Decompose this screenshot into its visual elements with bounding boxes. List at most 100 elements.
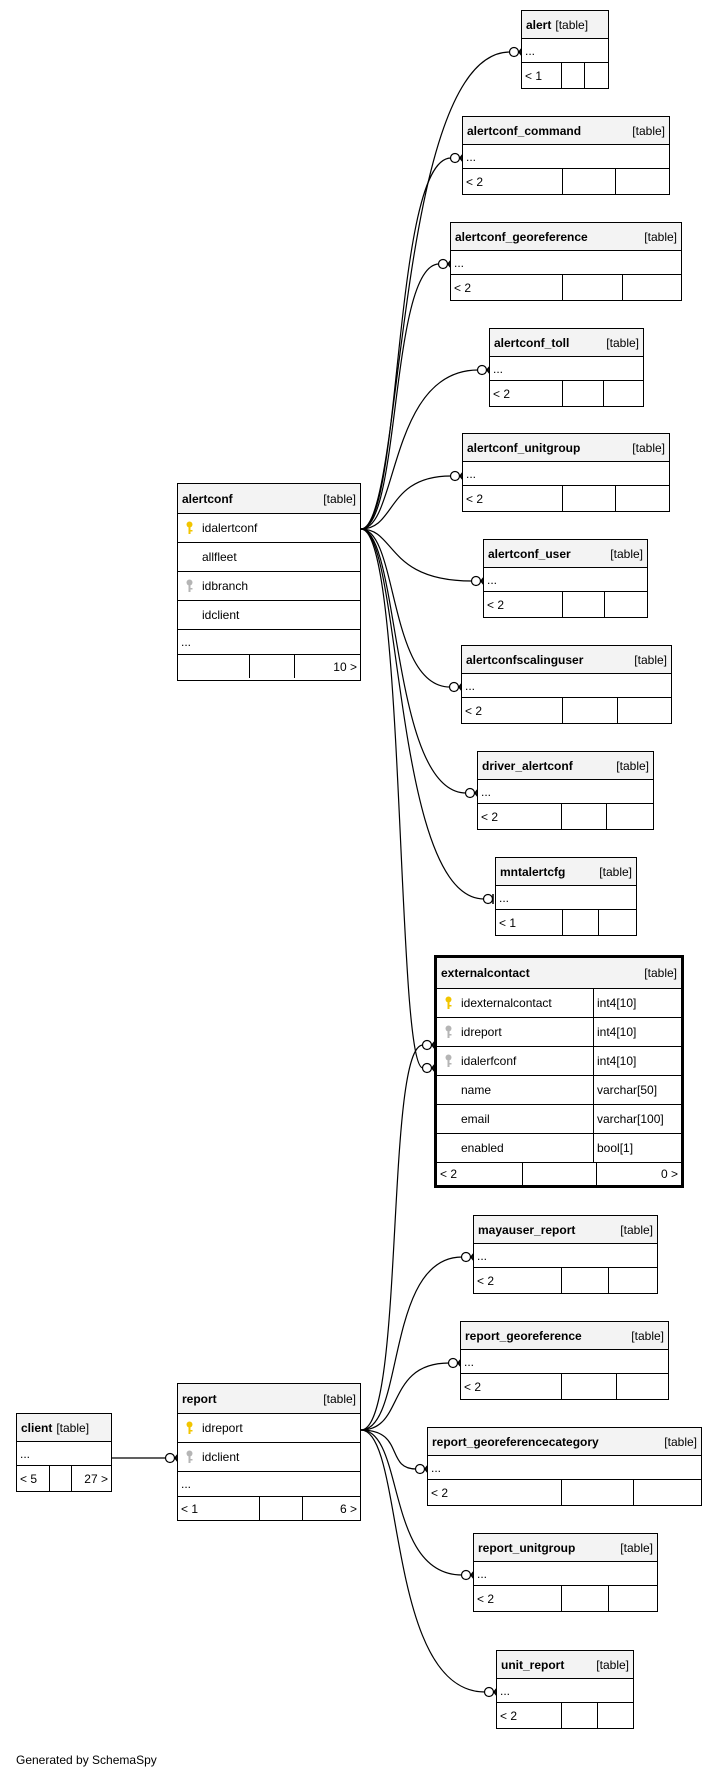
table-kind: [table]: [606, 335, 639, 350]
footer-cell: [250, 655, 295, 678]
columns-ellipsis: ...: [178, 630, 360, 655]
column-type: int4[10]: [593, 989, 681, 1017]
footer-cell: [599, 910, 636, 935]
parents-count: < 2: [462, 698, 563, 723]
primary-key-icon: [437, 996, 459, 1010]
table-report-georeferencecategory[interactable]: report_georeferencecategory[table] ... <…: [427, 1427, 702, 1506]
edge-alertconf-alertconf-command-optional-circle: [449, 152, 461, 164]
footer-cell: [605, 592, 647, 617]
edge-alertconf-alertconf-unitgroup: [360, 475, 452, 530]
footer-cell: [563, 698, 618, 723]
table-name: alertconf_georeference: [455, 229, 588, 244]
edge-alertconf-alertconf-command: [360, 157, 452, 530]
foreign-key-icon: [437, 1054, 459, 1068]
column-name: allfleet: [202, 550, 237, 564]
table-report-unitgroup[interactable]: report_unitgroup[table] ... < 2: [473, 1533, 658, 1612]
table-name: client: [21, 1420, 53, 1435]
children-count: 0 >: [660, 1167, 678, 1181]
column-name: enabled: [461, 1141, 504, 1155]
column-row: idreport int4[10]: [437, 1018, 681, 1047]
column-type: varchar[100]: [593, 1105, 681, 1133]
children-count: 27 >: [84, 1471, 108, 1486]
footer-cell: [623, 275, 681, 300]
table-name: alertconf_user: [488, 546, 571, 561]
table-driver-alertconf[interactable]: driver_alertconf[table] ... < 2: [477, 751, 654, 830]
columns-ellipsis: ...: [522, 39, 608, 63]
table-name: alert: [526, 17, 552, 32]
footer-cell: [609, 1586, 657, 1611]
edge-report-report-georeference: [360, 1362, 450, 1431]
table-alert[interactable]: alert[table] ... < 1: [521, 10, 609, 89]
footer-cell: [616, 486, 669, 511]
edge-report-externalcontact-idreport-optional-circle: [421, 1039, 433, 1051]
footer-cell: [604, 381, 643, 406]
column-name: idreport: [461, 1025, 502, 1039]
table-mntalertcfg[interactable]: mntalertcfg[table] ... < 1: [495, 857, 637, 936]
table-name: mayauser_report: [478, 1222, 576, 1237]
column-row: allfleet: [178, 543, 360, 572]
table-kind: [table]: [323, 491, 356, 506]
columns-ellipsis: ...: [463, 462, 669, 486]
table-alertconf-unitgroup[interactable]: alertconf_unitgroup[table] ... < 2: [462, 433, 670, 512]
columns-ellipsis: ...: [490, 357, 643, 381]
table-alertconf-toll[interactable]: alertconf_toll[table] ... < 2: [489, 328, 644, 407]
footer-cell: [598, 1703, 633, 1728]
column-type: int4[10]: [593, 1018, 681, 1046]
table-kind: [table]: [56, 1420, 90, 1435]
footer-cell: [563, 910, 599, 935]
footer-cell: [563, 169, 616, 194]
edge-alertconf-alert-optional-circle: [508, 46, 520, 58]
edge-alertconf-driver-alertconf-optional-circle: [464, 787, 476, 799]
footer-cell: [562, 63, 585, 88]
footer-cell: [50, 1466, 72, 1491]
column-name: idalerfconf: [461, 1054, 517, 1068]
table-externalcontact[interactable]: externalcontact[table] idexternalcontact…: [434, 955, 684, 1188]
footer-cell: [585, 63, 608, 88]
table-name: alertconf_command: [467, 123, 582, 138]
edge-report-externalcontact-idreport: [360, 1044, 424, 1431]
column-name: idclient: [202, 1450, 240, 1464]
table-alertconf-command[interactable]: alertconf_command[table] ... < 2: [462, 116, 670, 195]
table-report-georeference[interactable]: report_georeference[table] ... < 2: [460, 1321, 669, 1400]
footer-cell: [563, 592, 605, 617]
foreign-key-icon: [178, 1450, 200, 1464]
edge-report-report-unitgroup: [360, 1429, 463, 1576]
table-kind: [table]: [632, 440, 665, 455]
table-alertconf-georeference[interactable]: alertconf_georeference[table] ... < 2: [450, 222, 682, 301]
column-row: idexternalcontact int4[10]: [437, 989, 681, 1018]
edge-alertconf-mntalertcfg-optional-circle: [482, 893, 494, 905]
parents-count: < 2: [484, 592, 563, 617]
table-alertconf[interactable]: alertconf[table] idalertconf allfleet id…: [177, 483, 361, 681]
table-alertconf-user[interactable]: alertconf_user[table] ... < 2: [483, 539, 648, 618]
table-mayauser-report[interactable]: mayauser_report[table] ... < 2: [473, 1215, 658, 1294]
footer-cell: [562, 1268, 609, 1293]
column-type: bool[1]: [593, 1134, 681, 1162]
column-row: idreport: [178, 1414, 360, 1443]
columns-ellipsis: ...: [462, 674, 671, 698]
columns-ellipsis: ...: [474, 1562, 657, 1586]
columns-ellipsis: ...: [496, 886, 636, 910]
table-kind: [table]: [610, 546, 643, 561]
edge-alertconf-driver-alertconf: [360, 528, 467, 794]
edge-alertconf-alertconf-georeference: [360, 263, 440, 530]
edge-alertconf-alertconf-georeference-optional-circle: [437, 258, 449, 270]
parents-count: < 2: [474, 1268, 562, 1293]
edge-alertconf-mntalertcfg: [360, 528, 485, 900]
table-name: unit_report: [501, 1657, 565, 1672]
table-kind: [table]: [632, 123, 665, 138]
table-kind: [table]: [664, 1434, 697, 1449]
footer-cell: [617, 1374, 668, 1399]
edge-report-report-georeference-optional-circle: [447, 1357, 459, 1369]
primary-key-icon: [178, 521, 200, 535]
table-alertconfscalinguser[interactable]: alertconfscalinguser[table] ... < 2: [461, 645, 672, 724]
parents-count: < 5: [17, 1466, 50, 1491]
primary-key-icon: [178, 1421, 200, 1435]
table-name: report_georeference: [465, 1328, 582, 1343]
table-unit-report[interactable]: unit_report[table] ... < 2: [496, 1650, 634, 1729]
edge-report-mayauser-report-optional-circle: [460, 1251, 472, 1263]
edge-report-report-georeferencecategory-optional-circle: [414, 1463, 426, 1475]
column-row: idalerfconf int4[10]: [437, 1047, 681, 1076]
edge-alertconf-alertconf-toll-optional-circle: [476, 364, 488, 376]
